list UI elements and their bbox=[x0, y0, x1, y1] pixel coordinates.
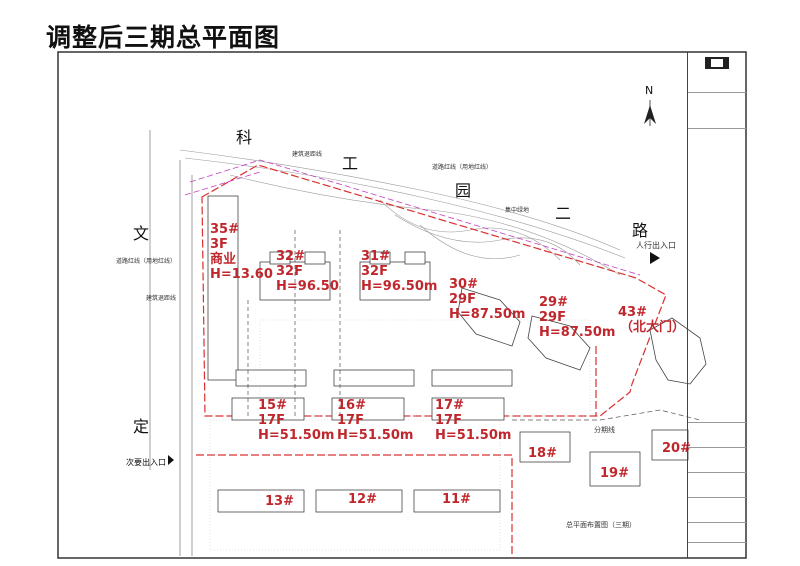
building-30-height: H=87.50m bbox=[449, 307, 526, 322]
building-31-height: H=96.50m bbox=[361, 279, 438, 294]
building-12-label: 12# bbox=[348, 492, 377, 507]
setback-top-label: 建筑退距线 bbox=[292, 151, 323, 158]
building-15-id: 15# bbox=[258, 398, 287, 413]
building-35-id: 35# bbox=[210, 222, 239, 237]
building-30-id: 30# bbox=[449, 277, 478, 292]
building-20-label: 20# bbox=[662, 441, 691, 456]
building-35-use: 商业 bbox=[210, 252, 237, 267]
building-15-floors: 17F bbox=[258, 413, 285, 428]
sheet-frame bbox=[57, 51, 747, 559]
building-32-id: 32# bbox=[276, 249, 305, 264]
building-31-id: 31# bbox=[361, 249, 390, 264]
building-footprints bbox=[207, 195, 707, 513]
building-13-label: 13# bbox=[265, 494, 294, 509]
phase-line bbox=[512, 409, 701, 421]
building-32-height: H=96.50 bbox=[276, 279, 339, 294]
building-17-label: 17# 17F H=51.50m bbox=[435, 398, 511, 443]
building-19-label: 19# bbox=[600, 466, 629, 481]
building-17-id: 17# bbox=[435, 398, 464, 413]
internal-dashed-lines bbox=[247, 230, 341, 416]
red-line-top-label: 道路红线（用地红线） bbox=[432, 164, 493, 171]
road-char-gong: 工 bbox=[342, 154, 359, 173]
road-char-er: 二 bbox=[555, 204, 572, 223]
terrain-contours bbox=[179, 149, 626, 276]
road-char-ke: 科 bbox=[236, 128, 253, 147]
building-31-floors: 32F bbox=[361, 264, 388, 279]
setback-left-label: 建筑退距线 bbox=[146, 295, 177, 302]
page-title: 调整后三期总平面图 bbox=[46, 23, 281, 52]
building-43-label: 43# （北大门） bbox=[618, 305, 685, 335]
left-road-edges bbox=[149, 130, 193, 556]
setback-lines bbox=[184, 159, 641, 276]
building-29-label: 29# 29F H=87.50m bbox=[539, 295, 615, 340]
secondary-entrance-label: 次要出入口 bbox=[126, 458, 166, 467]
building-29-id: 29# bbox=[539, 295, 568, 310]
title-block bbox=[687, 52, 746, 558]
road-char-wen: 文 bbox=[133, 224, 150, 243]
building-43-note: （北大门） bbox=[620, 320, 686, 335]
pedestrian-entrance-label: 人行出入口 bbox=[636, 241, 676, 250]
building-16-id: 16# bbox=[337, 398, 366, 413]
building-30-floors: 29F bbox=[449, 292, 476, 307]
building-29-height: H=87.50m bbox=[539, 325, 616, 340]
building-11-label: 11# bbox=[442, 492, 471, 507]
company-logo-icon bbox=[705, 57, 729, 69]
building-17-floors: 17F bbox=[435, 413, 462, 428]
building-16-label: 16# 17F H=51.50m bbox=[337, 398, 413, 443]
phase-line-label: 分期线 bbox=[594, 426, 615, 434]
north-arrow-icon bbox=[644, 100, 656, 126]
building-29-floors: 29F bbox=[539, 310, 566, 325]
road-char-yuan: 园 bbox=[455, 181, 472, 200]
building-32-label: 32# 32F H=96.50 bbox=[276, 249, 339, 294]
building-17-height: H=51.50m bbox=[435, 428, 512, 443]
building-16-floors: 17F bbox=[337, 413, 364, 428]
building-31-label: 31# 32F H=96.50m bbox=[361, 249, 437, 294]
building-16-height: H=51.50m bbox=[337, 428, 414, 443]
building-15-label: 15# 17F H=51.50m bbox=[258, 398, 334, 443]
building-35-floors: 3F bbox=[210, 237, 228, 252]
entrance-arrow-icon bbox=[168, 455, 174, 465]
red-line-left-label: 道路红线（用地红线） bbox=[116, 258, 177, 265]
plan-caption-label: 总平面布置图（三期） bbox=[566, 521, 636, 529]
building-35-height: H=13.60 bbox=[210, 267, 273, 282]
pedestrian-entrance-arrow-icon bbox=[650, 252, 660, 264]
green-strip-label: 集中绿地 bbox=[505, 207, 530, 214]
road-char-lu: 路 bbox=[632, 221, 649, 240]
north-label: N bbox=[645, 84, 654, 97]
building-18-label: 18# bbox=[528, 446, 557, 461]
road-char-ding: 定 bbox=[133, 417, 150, 436]
building-35-label: 35# 3F 商业 H=13.60 bbox=[210, 222, 273, 282]
building-43-id: 43# bbox=[618, 305, 647, 320]
building-32-floors: 32F bbox=[276, 264, 303, 279]
building-15-height: H=51.50m bbox=[258, 428, 335, 443]
building-30-label: 30# 29F H=87.50m bbox=[449, 277, 525, 322]
